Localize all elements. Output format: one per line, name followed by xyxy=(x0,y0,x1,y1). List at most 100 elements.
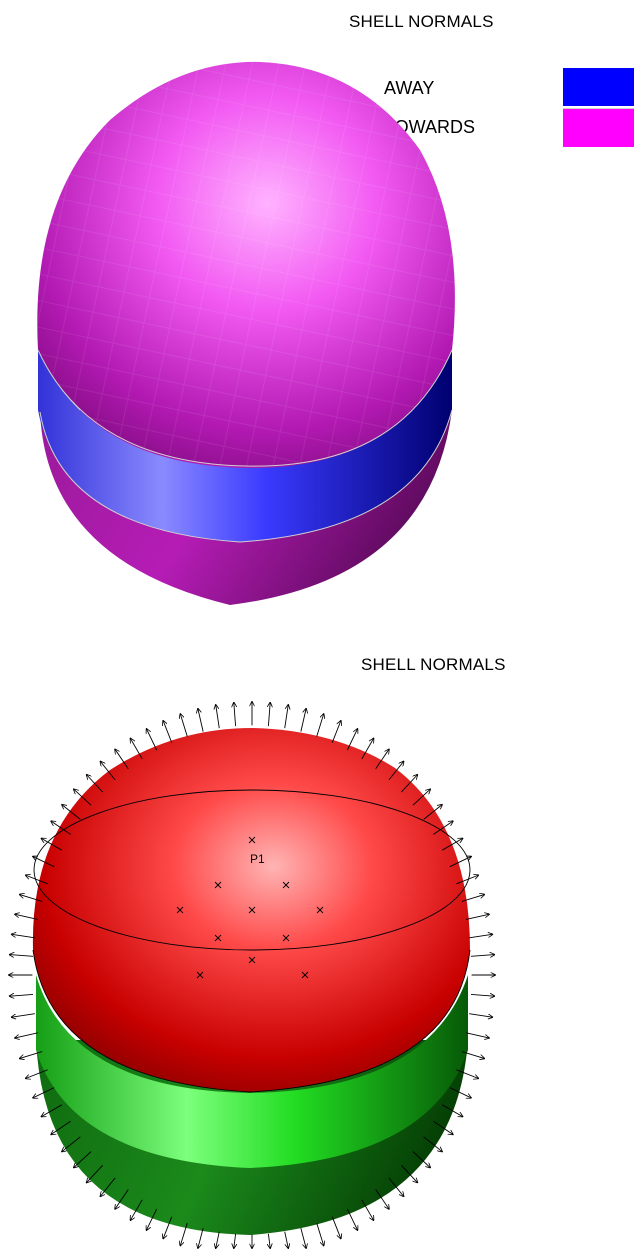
normal-marker xyxy=(214,881,222,889)
normal-marker xyxy=(248,906,256,914)
normal-arrow xyxy=(300,709,306,732)
normal-arrow xyxy=(461,895,484,902)
normal-arrow xyxy=(284,705,288,729)
normal-marker xyxy=(282,881,290,889)
normal-marker xyxy=(196,971,204,979)
top-shell-model xyxy=(37,61,455,605)
normal-arrow xyxy=(115,1189,129,1208)
normal-arrow xyxy=(346,729,357,751)
normal-arrow xyxy=(87,1164,103,1182)
legend-swatch-away xyxy=(563,68,634,106)
normal-arrow xyxy=(74,789,92,806)
normal-arrow xyxy=(441,839,462,851)
normal-arrow xyxy=(375,1189,389,1208)
normal-arrow xyxy=(412,1151,430,1168)
normal-arrow xyxy=(470,994,494,996)
normal-arrow xyxy=(470,955,494,957)
normal-arrow xyxy=(456,875,478,885)
normal-arrow xyxy=(51,1120,71,1134)
normal-arrow xyxy=(433,1120,452,1134)
normal-marker xyxy=(248,906,256,914)
normal-arrow xyxy=(346,1208,357,1230)
normal-arrow xyxy=(433,821,452,835)
top-title: SHELL NORMALS xyxy=(349,12,494,31)
normal-arrow xyxy=(331,1216,341,1239)
point-label-p1: P1 xyxy=(250,852,265,866)
normal-arrow xyxy=(74,1151,92,1168)
normal-arrow xyxy=(33,857,55,868)
normal-marker xyxy=(248,836,256,844)
normal-arrow xyxy=(449,857,471,868)
normal-marker xyxy=(214,881,222,889)
normal-arrow xyxy=(316,1222,324,1245)
normal-arrow xyxy=(361,1199,374,1220)
normal-arrow xyxy=(441,1104,462,1117)
bottom-title: SHELL NORMALS xyxy=(361,655,506,674)
normal-arrow xyxy=(147,729,158,751)
legend-label-away: AWAY xyxy=(384,78,435,98)
normal-arrow xyxy=(234,1233,236,1248)
normal-arrow xyxy=(100,762,116,781)
normal-arrow xyxy=(42,1104,63,1117)
normal-arrow xyxy=(216,1231,220,1248)
normal-arrow xyxy=(15,914,39,920)
normal-arrow xyxy=(469,1013,492,1017)
normal-arrow xyxy=(465,914,489,920)
normal-arrow xyxy=(12,934,35,939)
normal-arrow xyxy=(180,714,188,737)
normal-arrow xyxy=(42,839,63,851)
normal-marker xyxy=(282,934,290,942)
normal-arrow xyxy=(375,749,389,770)
green-band xyxy=(36,975,468,1168)
normal-arrow xyxy=(33,1087,55,1098)
shell-normal-arrows xyxy=(9,702,495,1248)
normal-arrow xyxy=(147,1208,158,1230)
normal-arrow xyxy=(131,739,143,760)
normal-arrow xyxy=(449,1087,471,1098)
normal-arrow xyxy=(198,709,204,732)
normal-arrow xyxy=(401,775,417,793)
normal-arrow xyxy=(100,1177,116,1196)
normal-arrow xyxy=(163,1216,173,1239)
normal-arrow xyxy=(469,934,492,939)
normal-arrow xyxy=(456,1069,478,1079)
normal-marker xyxy=(248,836,256,844)
normal-arrow xyxy=(131,1199,143,1220)
normal-arrow xyxy=(115,749,129,770)
normal-arrow xyxy=(62,1136,81,1152)
normal-arrow xyxy=(87,775,103,793)
band-away xyxy=(38,350,452,542)
normal-arrow xyxy=(26,1069,48,1079)
normal-arrow xyxy=(26,875,48,885)
normal-arrow xyxy=(423,805,442,820)
normal-arrow xyxy=(268,1233,270,1248)
normal-arrow xyxy=(163,721,173,743)
normal-marker xyxy=(214,934,222,942)
normal-arrow xyxy=(461,1051,484,1059)
normal-arrow xyxy=(465,1032,489,1038)
normal-arrow xyxy=(331,721,341,743)
normal-arrow xyxy=(300,1227,306,1248)
normal-arrow xyxy=(388,1177,404,1196)
normal-marker xyxy=(176,906,184,914)
legend-swatch-towards xyxy=(563,108,634,147)
normal-marker xyxy=(196,971,204,979)
normal-marker xyxy=(316,906,324,914)
normal-arrow xyxy=(10,994,34,996)
normal-marker xyxy=(214,934,222,942)
normal-marker xyxy=(301,971,309,979)
normal-marker xyxy=(282,934,290,942)
normal-marker xyxy=(248,956,256,964)
normal-arrow xyxy=(316,714,324,737)
normal-arrow xyxy=(20,895,43,902)
normal-arrow xyxy=(20,1051,43,1059)
normal-arrow xyxy=(284,1231,288,1248)
normal-arrow xyxy=(401,1164,417,1182)
normal-marker xyxy=(316,906,324,914)
legend-label-towards: TOWARDS xyxy=(384,117,476,137)
normal-arrow xyxy=(412,789,430,806)
normal-arrow xyxy=(51,821,71,835)
lower-shell-green xyxy=(36,1040,468,1235)
normal-arrow xyxy=(268,703,270,727)
normal-arrow xyxy=(15,1032,39,1038)
